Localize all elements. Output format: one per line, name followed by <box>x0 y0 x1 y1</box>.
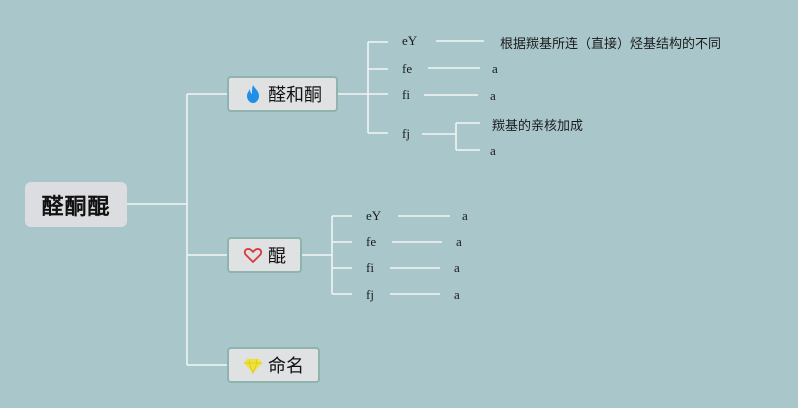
detail-label[interactable]: a <box>490 88 496 103</box>
gem-icon <box>243 355 263 375</box>
detail-label[interactable]: 羰基的亲核加成 <box>492 119 584 134</box>
topic-node-aldehyde-ketone[interactable]: 醛和酮 <box>227 76 338 112</box>
detail-label[interactable]: a <box>462 208 468 223</box>
root-topic-label: 醛酮醌 <box>41 194 111 220</box>
detail-label[interactable]: a <box>490 143 496 158</box>
detail-label[interactable]: a <box>456 234 462 249</box>
subtopic-label[interactable]: fi <box>366 260 374 275</box>
detail-label[interactable]: 根据羰基所连（直接）烃基结构的不同 <box>500 37 722 52</box>
subtopic-label[interactable]: fj <box>402 126 410 141</box>
subtopic-label[interactable]: fi <box>402 87 410 102</box>
subtopic-label[interactable]: eY <box>366 208 382 223</box>
heart-icon <box>243 245 263 265</box>
flame-icon <box>243 84 263 104</box>
topic-node-naming[interactable]: 命名 <box>227 347 320 383</box>
subtopic-label[interactable]: fe <box>402 61 413 76</box>
detail-label[interactable]: a <box>454 287 460 302</box>
topic-label: 醌 <box>268 246 286 267</box>
topic-label: 命名 <box>268 356 304 377</box>
topic-node-quinone[interactable]: 醌 <box>227 237 302 273</box>
subtopic-label[interactable]: fe <box>366 234 377 249</box>
subtopic-label[interactable]: eY <box>402 33 418 48</box>
subtopic-label[interactable]: fj <box>366 287 374 302</box>
detail-label[interactable]: a <box>492 61 498 76</box>
root-topic-node[interactable]: 醛酮醌 <box>25 182 127 227</box>
topic-label: 醛和酮 <box>268 85 322 106</box>
detail-label[interactable]: a <box>454 260 460 275</box>
